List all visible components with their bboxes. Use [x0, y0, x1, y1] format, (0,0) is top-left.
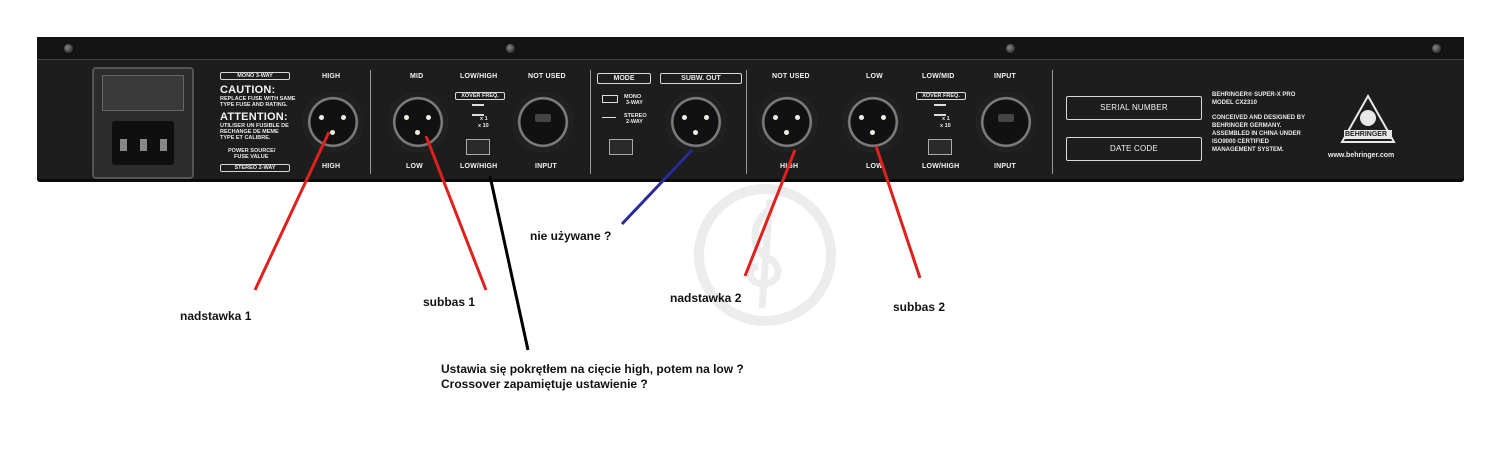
xlr-output-high[interactable] [303, 92, 363, 152]
mode-stereo-label: STEREO [624, 113, 647, 119]
switch-icon [472, 104, 484, 116]
x10-label-2: x 10 [940, 123, 951, 129]
mode-2way-label: 2-WAY [626, 119, 643, 125]
annotation-subbas-1: subbas 1 [423, 295, 476, 309]
mode-label: MODE [597, 73, 651, 84]
mode-3way-label: 3-WAY [626, 100, 643, 106]
fuse-holder[interactable] [102, 75, 184, 111]
brand-line-7: MANAGEMENT SYSTEM. [1212, 147, 1284, 153]
lowhigh-bottom-label: LOW/HIGH [460, 163, 498, 170]
annotation-nadstawka-1: nadstawka 1 [180, 309, 252, 323]
xlr-output-mid[interactable] [388, 92, 448, 152]
annotation-subbas-2: subbas 2 [893, 300, 946, 314]
serial-number-box: SERIAL NUMBER [1066, 96, 1202, 120]
caution-title: CAUTION: [220, 84, 276, 96]
mid-top-label: MID [410, 73, 424, 80]
brand-line-2: MODEL CX2310 [1212, 100, 1257, 106]
not-used-label-2: NOT USED [772, 73, 810, 80]
brand-line-1: BEHRINGER® SUPER-X PRO [1212, 92, 1296, 98]
xlr-input[interactable] [976, 92, 1036, 152]
screw-icon [506, 44, 515, 53]
attention-text-3: TYPE ET CALIBRE. [220, 135, 271, 141]
line-lowhigh [488, 175, 530, 351]
line-subw-out [620, 148, 694, 226]
power-inlet[interactable] [92, 67, 194, 179]
screw-icon [64, 44, 73, 53]
xover-freq-switch-2[interactable] [928, 139, 952, 155]
input-label-1: INPUT [535, 163, 557, 170]
xlr-not-used-1[interactable] [513, 92, 573, 152]
line-subbas-2 [874, 145, 922, 279]
lowmid-top-label: LOW/MID [922, 73, 955, 80]
behringer-logo-icon [1340, 94, 1396, 143]
brand-line-4: BEHRINGER GERMANY. [1212, 123, 1282, 129]
mode-mono-label: MONO [624, 94, 642, 100]
logo-text: BEHRINGER [1345, 131, 1388, 138]
xlr-output-high-2[interactable] [757, 92, 817, 152]
high-top-label: HIGH [322, 73, 341, 80]
input-top-label: INPUT [994, 73, 1016, 80]
mono-3way-label: MONO 3-WAY [220, 72, 290, 80]
attention-text-2: RECHANGE DE MEME [220, 129, 279, 135]
annotation-nie-uzywane: nie używane ? [530, 229, 612, 243]
attention-title: ATTENTION: [220, 111, 288, 123]
xover-freq-switch-1[interactable] [466, 139, 490, 155]
brand-line-5: ASSEMBLED IN CHINA UNDER [1212, 131, 1301, 137]
brand-line-3: CONCEIVED AND DESIGNED BY [1212, 115, 1306, 121]
iec-socket[interactable] [112, 121, 174, 165]
website-label: www.behringer.com [1328, 152, 1395, 159]
annotation-nadstawka-2: nadstawka 2 [670, 291, 742, 305]
low-top-label: LOW [866, 73, 883, 80]
date-code-box: DATE CODE [1066, 137, 1202, 161]
annotation-question-1: Ustawia się pokrętłem na cięcie high, po… [441, 362, 744, 376]
xlr-subw-out[interactable] [666, 92, 726, 152]
xlr-output-low-2[interactable] [843, 92, 903, 152]
x1-label-2: x 1 [942, 116, 950, 122]
x10-label: x 10 [478, 123, 489, 129]
subw-out-label: SUBW. OUT [660, 73, 742, 84]
mode-mono-icon [602, 95, 618, 103]
power-source-label: POWER SOURCE/ [228, 148, 276, 154]
high-bottom-label: HIGH [322, 163, 341, 170]
screw-icon [1006, 44, 1015, 53]
switch-icon [934, 104, 946, 116]
screw-icon [1432, 44, 1441, 53]
xover-freq-label-2: XOVER FREQ. [916, 92, 966, 100]
x1-label: x 1 [480, 116, 488, 122]
input-bottom-label: INPUT [994, 163, 1016, 170]
line-nadstawka-2 [743, 149, 797, 277]
line-subbas-1 [424, 135, 488, 291]
mounting-rail [37, 37, 1464, 60]
annotation-question-2: Crossover zapamiętuje ustawienie ? [441, 377, 648, 391]
caution-text-2: TYPE FUSE AND RATING. [220, 102, 288, 108]
mode-stereo-icon [602, 117, 616, 118]
xover-freq-label-1: XOVER FREQ. [455, 92, 505, 100]
mode-switch[interactable] [609, 139, 633, 155]
line-nadstawka-1 [253, 131, 331, 291]
brand-line-6: ISO9000 CERTIFIED [1212, 139, 1270, 145]
not-used-label-1: NOT USED [528, 73, 566, 80]
mid-bottom-label: LOW [406, 163, 423, 170]
low-bottom-label: LOW [866, 163, 883, 170]
fuse-value-label: FUSE VALUE [234, 154, 269, 160]
caution-text-1: REPLACE FUSE WITH SAME [220, 96, 296, 102]
lowhigh2-bottom-label: LOW/HIGH [922, 163, 960, 170]
attention-text-1: UTILISER UN FUSIBLE DE [220, 123, 289, 129]
device-rear-panel [37, 37, 1464, 182]
lowhigh-top-label: LOW/HIGH [460, 73, 498, 80]
stereo-2way-label: STEREO 2-WAY [220, 164, 290, 172]
